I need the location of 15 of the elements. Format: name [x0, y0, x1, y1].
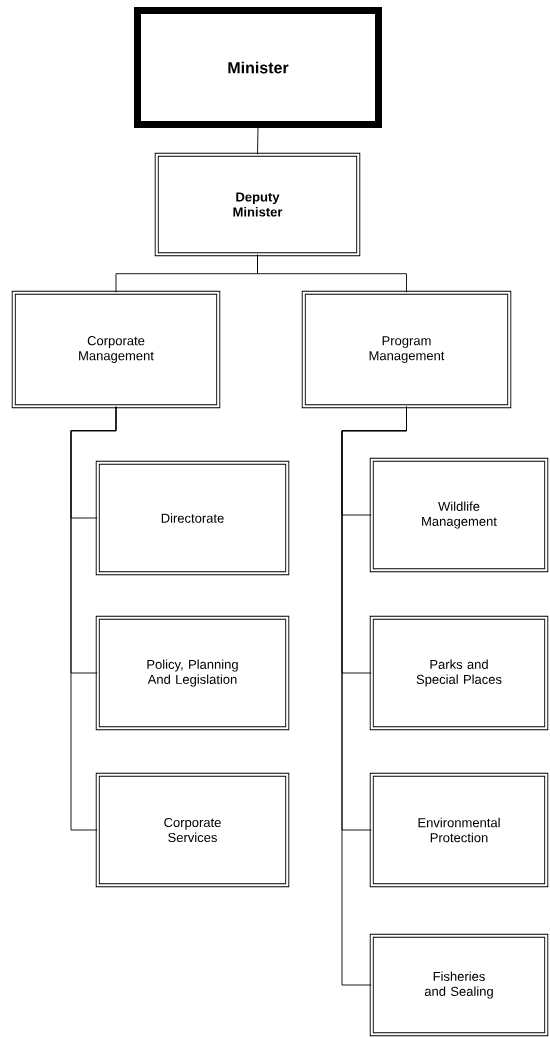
- org-box: Directorate: [95, 460, 290, 576]
- org-box: Deputy Minister: [154, 152, 361, 257]
- org-box: Fisheries and Sealing: [369, 933, 549, 1037]
- org-box: Program Management: [301, 290, 512, 409]
- org-box: Environmental Protection: [369, 772, 549, 888]
- connector-line: [70, 406, 117, 831]
- connector-line: [341, 406, 407, 986]
- org-box: Parks and Special Places: [369, 615, 549, 731]
- org-box: Corporate Services: [95, 772, 290, 888]
- connector-line: [257, 127, 259, 155]
- org-box: Minister: [134, 7, 382, 128]
- org-box: Corporate Management: [11, 290, 221, 409]
- connector-line: [257, 254, 407, 293]
- org-box: Policy, Planning And Legislation: [95, 615, 290, 731]
- org-box: Wildlife Management: [369, 457, 549, 573]
